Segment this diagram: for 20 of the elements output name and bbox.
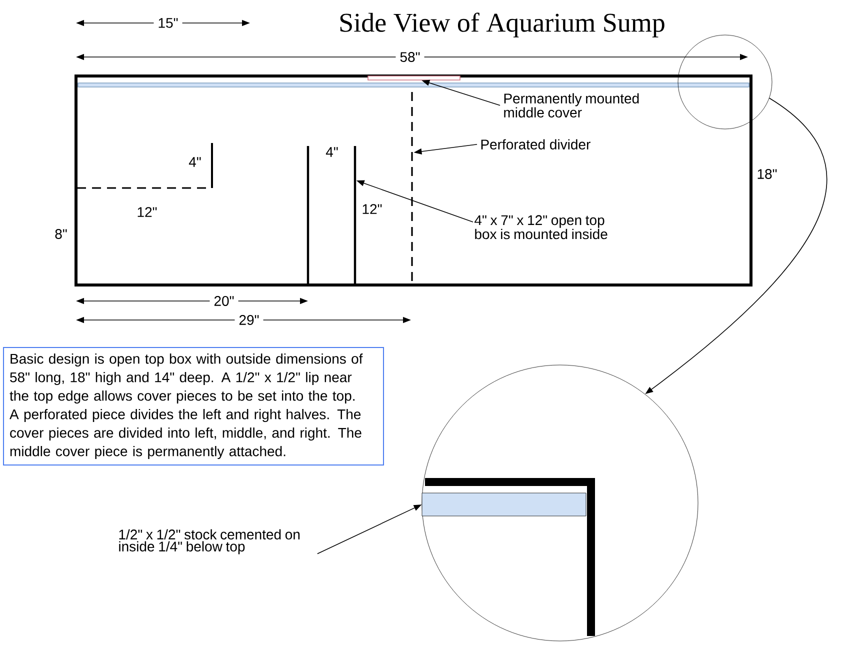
callout-text: Perforated divider <box>481 139 590 150</box>
note-box: Basic design is open top box with outside dimensions of 58" long, 18" high and 14" deep. A 1/2" x 1/2" lip near the top edge allows cover pieces to be set into the top. A perforated piece divides the left and right halves. The cover pieces are divided into left, middle, and right. The middle cover piece is permanently attached. <box>3 347 384 466</box>
title: Side View of Aquarium Sump <box>340 12 664 38</box>
dimension-label: 20" <box>210 292 238 310</box>
callout-text: 1/2" x 1/2" stock cemented on inside 1/4" below top <box>119 529 300 554</box>
dimension-label: 12" <box>362 204 382 214</box>
dimension-label: 12" <box>138 207 157 217</box>
dimension-label: 18" <box>758 169 777 179</box>
dimension-label: 29" <box>234 311 264 329</box>
callout-text: Permanently mounted middle cover <box>504 93 639 118</box>
stock-strip <box>422 492 586 516</box>
cover-strip <box>368 76 460 80</box>
callout-text: 4" x 7" x 12" open top box is mounted inside <box>474 215 608 240</box>
dimension-label: 58" <box>396 48 424 66</box>
detail-circle <box>422 364 698 642</box>
dimension-label: 8" <box>55 229 67 239</box>
dimension-label: 15" <box>154 14 182 32</box>
dimension-label: 4" <box>188 157 201 167</box>
detail-circle <box>678 34 772 130</box>
dimension-label: 4" <box>326 147 338 157</box>
